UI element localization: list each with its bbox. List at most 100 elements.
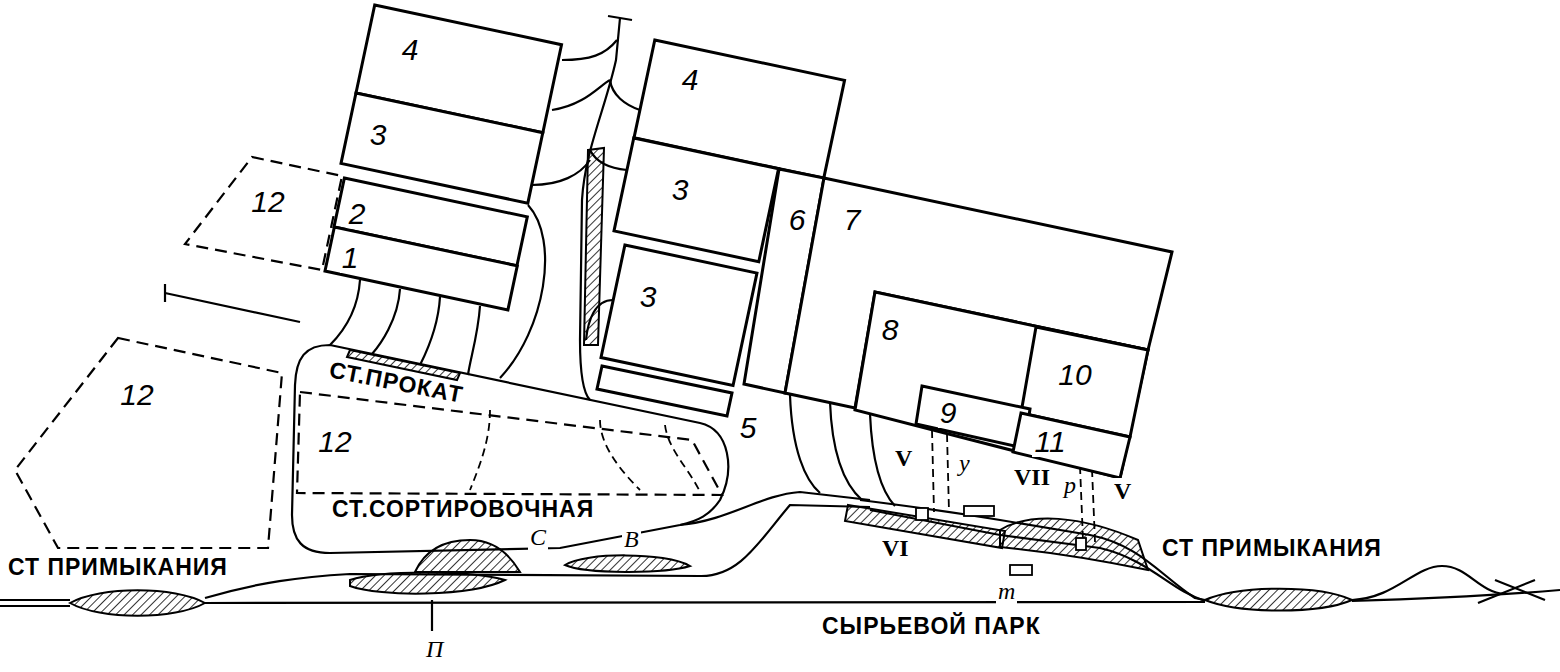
building-number: 3 (368, 120, 389, 150)
planned-track (1092, 469, 1095, 542)
building-number: 5 (738, 413, 759, 443)
label-anchor: V (1112, 478, 1133, 504)
label-anchor: СЫРЬЕВОЙ ПАРК (820, 614, 1043, 639)
rail-track (0, 16, 1560, 631)
rail-track (165, 293, 300, 322)
planned-track (470, 410, 490, 490)
planned-track (932, 430, 934, 512)
planned-track (665, 425, 700, 492)
rail-track (330, 280, 360, 345)
rail-track (1495, 580, 1545, 600)
rail-track (680, 492, 870, 525)
station-name: СЫРЬЕВОЙ ПАРК (820, 614, 1043, 639)
planned-building-outline (297, 392, 722, 495)
station-name: СТ.СОРТИРОВОЧНАЯ (330, 497, 596, 522)
rail-track (205, 602, 1205, 603)
building-number: 6 (787, 205, 808, 235)
rail-track (790, 395, 820, 493)
building-number: 7 (842, 205, 863, 235)
hatched-yard (1205, 589, 1352, 611)
track-device (964, 506, 994, 516)
building-number: 3 (670, 175, 691, 205)
callout-letter: П (424, 636, 445, 662)
building-number: 3 (638, 282, 659, 312)
rail-track (870, 510, 1205, 601)
building-wall (916, 386, 1030, 448)
rail-track (468, 306, 480, 375)
track-device (916, 506, 1086, 575)
planned-track (1080, 466, 1083, 540)
building-wall (325, 227, 517, 310)
track-number: VI (880, 535, 911, 561)
label-anchor: VII (1012, 464, 1052, 490)
building-number: 12 (316, 427, 353, 457)
track-number: VII (1012, 464, 1052, 490)
label-anchor: СТ ПРИМЫКАНИЯ (6, 555, 230, 580)
label-anchor: СТ.СОРТИРОВОЧНАЯ (330, 497, 596, 522)
planned-building-outline (185, 157, 342, 270)
building-wall (601, 245, 757, 386)
building-number: 12 (249, 187, 286, 217)
hatched-yard (70, 590, 205, 616)
track-device (1076, 538, 1086, 550)
callout-letter: т (996, 578, 1017, 604)
hatched-yard (415, 540, 520, 572)
rail-track (420, 297, 440, 365)
rail-track (830, 402, 862, 500)
rail-track (431, 600, 433, 631)
station-name: СТ ПРИМЫКАНИЯ (1160, 536, 1384, 561)
rail-track (1352, 566, 1505, 600)
rail-track (532, 160, 590, 185)
building-outline: 12 (11, 334, 286, 552)
label-anchor: V (893, 445, 914, 471)
building-outline: 3 (597, 241, 761, 390)
label-anchor: В (622, 526, 641, 552)
rail-track (0, 605, 70, 607)
track-device (1010, 565, 1032, 575)
building-shape (293, 388, 726, 499)
building-number: 4 (680, 65, 701, 95)
rail-track (552, 80, 610, 110)
rail-track (870, 414, 895, 506)
track-device (916, 508, 928, 520)
station-name: СТ ПРИМЫКАНИЯ (6, 555, 230, 580)
rail-track (610, 80, 640, 110)
building-outline: 12 (181, 153, 346, 274)
callout-letter: В (622, 526, 641, 552)
building-wall (855, 292, 1148, 478)
building-number: 12 (118, 380, 155, 410)
building-number: 8 (880, 315, 901, 345)
building-number: 9 (938, 398, 959, 428)
building-number: 4 (400, 35, 421, 65)
hatched-yard (845, 505, 1005, 548)
building-outline: 1 (321, 223, 521, 314)
planned-building-outline (15, 338, 282, 548)
planned-track (947, 434, 949, 512)
rail-track (164, 284, 166, 302)
label-anchor: т (996, 578, 1017, 604)
label-anchor: р (1062, 472, 1078, 498)
building-outline: 5 (593, 362, 762, 447)
rail-track (590, 150, 627, 170)
label-anchor: СТ ПРИМЫКАНИЯ (1160, 536, 1384, 561)
track-number: V (1112, 478, 1133, 504)
track-number: V (893, 445, 914, 471)
rail-track (0, 599, 70, 601)
building-shape (11, 334, 286, 552)
rail-track (372, 289, 400, 354)
rail-track (292, 345, 728, 553)
hatched-yard (584, 148, 604, 345)
building-wall (597, 366, 732, 416)
rail-track (608, 16, 632, 20)
building-number: 2 (347, 199, 368, 229)
building-wall (614, 138, 779, 262)
callout-letter: у (957, 450, 972, 476)
hatched-yard (565, 555, 690, 572)
label-anchor: у (957, 450, 972, 476)
building-outline: 12 (293, 388, 726, 499)
label-anchor: VI (880, 535, 911, 561)
callout-letter: р (1062, 472, 1078, 498)
label-anchor: С (528, 524, 548, 550)
building-number: 10 (1056, 360, 1093, 390)
building-shape (597, 241, 761, 390)
